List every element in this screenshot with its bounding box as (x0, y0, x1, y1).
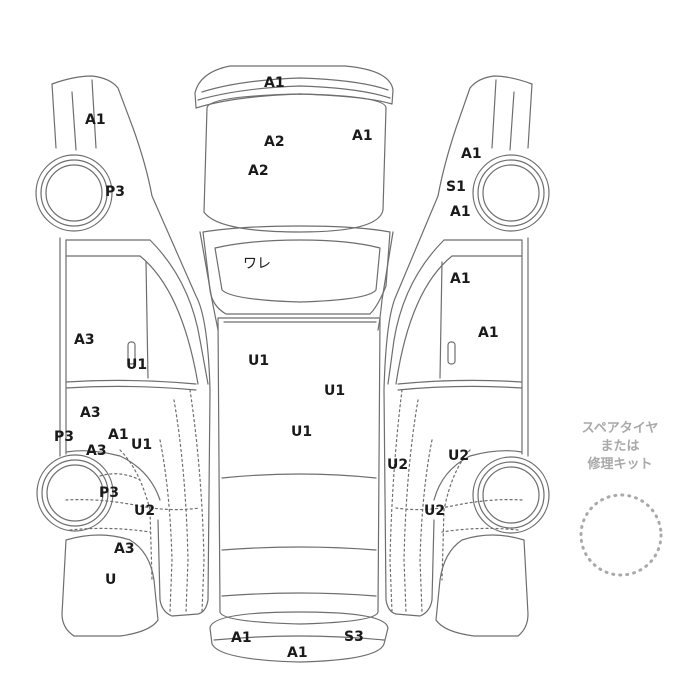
damage-code-rear-bumper-left: A1 (231, 630, 252, 646)
right-side-car (384, 76, 532, 636)
damage-code-left-quarter-u: U (105, 572, 117, 588)
front-bumper-shape (195, 66, 393, 108)
damage-code-roof-right: U1 (324, 383, 346, 399)
damage-code-right-rear-door: A1 (478, 325, 499, 341)
cabin-body-shape (218, 318, 380, 624)
spare-tire-line2: または (600, 439, 640, 454)
damage-code-left-quarter-a3: A3 (114, 541, 135, 557)
damage-code-right-front-upper: A1 (461, 146, 482, 162)
damage-code-right-quarter-right: U2 (448, 448, 470, 464)
damage-code-left-rear-a1: A1 (108, 427, 129, 443)
damage-code-windshield: ワレ (243, 256, 271, 272)
damage-code-left-rear-u1: U1 (131, 437, 153, 453)
damage-code-left-front-door-u1: U1 (126, 357, 148, 373)
spare-tire-circle (579, 493, 663, 577)
hood-shape (204, 94, 386, 232)
damage-code-left-quarter-u2: U2 (134, 503, 156, 519)
damage-code-left-rear-wheel: P3 (99, 485, 120, 501)
damage-code-roof-left: U1 (248, 353, 270, 369)
left-front-wheel (36, 155, 112, 231)
damage-code-left-rear-a3: A3 (86, 443, 107, 459)
windshield-shape (203, 226, 390, 314)
damage-code-right-front-lower: A1 (450, 204, 471, 220)
right-front-wheel (473, 155, 549, 231)
damage-code-right-front-door: A1 (450, 271, 471, 287)
damage-code-left-front-door: A3 (74, 332, 95, 348)
damage-code-left-fender: A1 (85, 112, 106, 128)
damage-code-left-rocker: P3 (54, 429, 75, 445)
spare-tire-line3: 修理キット (587, 457, 653, 472)
damage-code-left-front-wheel: P3 (105, 184, 126, 200)
damage-code-hood-upper: A2 (264, 134, 285, 150)
damage-code-hood-lower: A2 (248, 163, 269, 179)
damage-code-right-front-s1: S1 (446, 179, 466, 195)
left-rear-wheel (37, 455, 113, 531)
damage-code-front-bumper: A1 (264, 75, 285, 91)
top-view-car (195, 66, 393, 662)
right-rear-wheel (473, 457, 549, 533)
spare-tire-label: スペアタイヤ または 修理キット (555, 420, 685, 474)
damage-code-rear-bumper-right: S3 (344, 629, 364, 645)
damage-code-rear-bumper-center: A1 (287, 645, 308, 661)
damage-code-left-rear-door: A3 (80, 405, 101, 421)
damage-code-right-quarter-left: U2 (387, 457, 409, 473)
damage-code-roof-center: U1 (291, 424, 313, 440)
spare-tire-line1: スペアタイヤ (581, 421, 659, 436)
left-side-car (52, 76, 210, 636)
rear-bumper-shape (210, 612, 388, 662)
damage-code-right-quarter-lower: U2 (424, 503, 446, 519)
damage-code-hood-right: A1 (352, 128, 373, 144)
